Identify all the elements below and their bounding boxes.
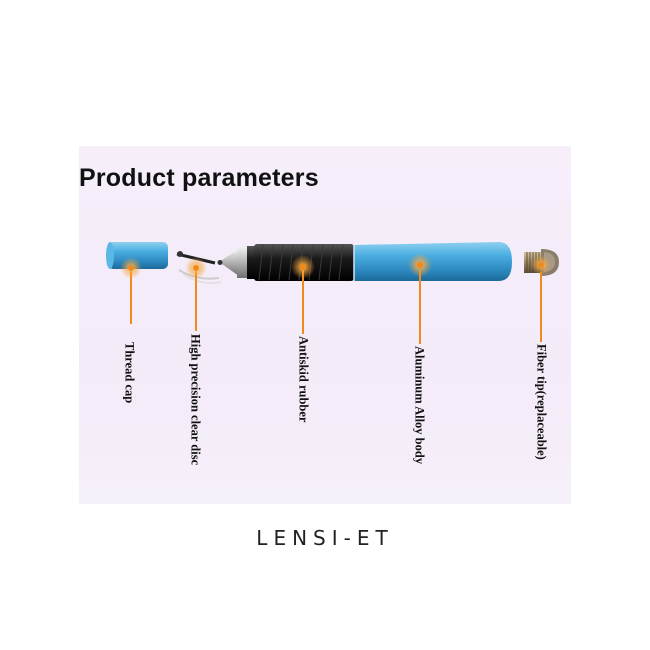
label-thread-cap: Thread cap [122,342,137,404]
pen-tip-part [217,246,255,279]
stylus-pen-illustration [106,242,559,344]
aluminum-body-part [353,242,512,281]
label-fiber-tip: Fiber tip(replaceable) [534,344,549,460]
label-aluminum-body: Aluminum Alloy body [412,346,427,465]
callout-lines [130,270,542,344]
brand-logo: LENSI-ET [256,526,394,550]
callout-dots [120,253,551,279]
product-parameters-panel: Product parameters [79,146,571,504]
label-antiskid-rubber: Antiskid rubber [296,336,311,423]
label-clear-disc: High precision clear disc [188,334,203,466]
panel-title: Product parameters [79,164,319,192]
